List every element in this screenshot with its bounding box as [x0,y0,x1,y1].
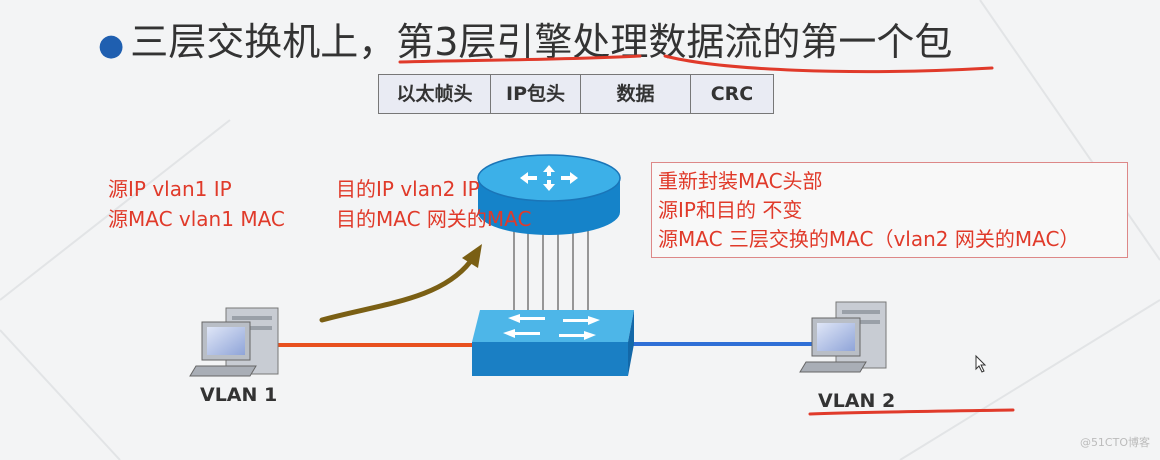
frame-format-table: 以太帧头 IP包头 数据 CRC [378,74,774,114]
cursor-icon [975,354,987,373]
vlan1-label: VLAN 1 [200,384,278,406]
watermark: @51CTO博客 [1079,436,1150,449]
router-icon [477,154,621,235]
vlan2-underline [808,408,1015,416]
switch-icon [472,310,634,376]
flow-arrow [319,259,473,323]
note-line-1: 重新封装MAC头部 [658,169,823,193]
note-line-2: 源IP和目的 不变 [658,198,803,222]
frame-cell-data: 数据 [581,75,691,113]
note-box: 重新封装MAC头部 源IP和目的 不变 源MAC 三层交换的MAC（vlan2 … [651,162,1128,258]
title-part1: 三层交换机上， [130,20,397,64]
source-mac-line: 源MAC vlan1 MAC [108,207,285,231]
frame-cell-ip-header: IP包头 [491,75,581,113]
pc-icon-vlan2 [799,301,887,373]
dest-mac-line: 目的MAC 网关的MAC [336,207,532,231]
source-ip-line: 源IP vlan1 IP [108,177,232,201]
flow-arrow-head [462,244,482,268]
dest-ip-line: 目的IP vlan2 IP [336,177,480,201]
backplane-lines [513,228,589,312]
title-underline-right [663,54,994,74]
title-underline-left [398,54,642,64]
frame-cell-crc: CRC [710,83,754,105]
source-info: 源IP vlan1 IP 源MAC vlan1 MAC [108,174,285,234]
note-line-3: 源MAC 三层交换的MAC（vlan2 网关的MAC） [658,227,1080,251]
vlan2-label: VLAN 2 [818,390,896,412]
frame-cell-ethernet-header: 以太帧头 [379,75,491,113]
pc-icon-vlan1 [189,307,279,377]
dest-info: 目的IP vlan2 IP 目的MAC 网关的MAC [336,174,531,234]
bullet-icon: ● [98,28,125,63]
